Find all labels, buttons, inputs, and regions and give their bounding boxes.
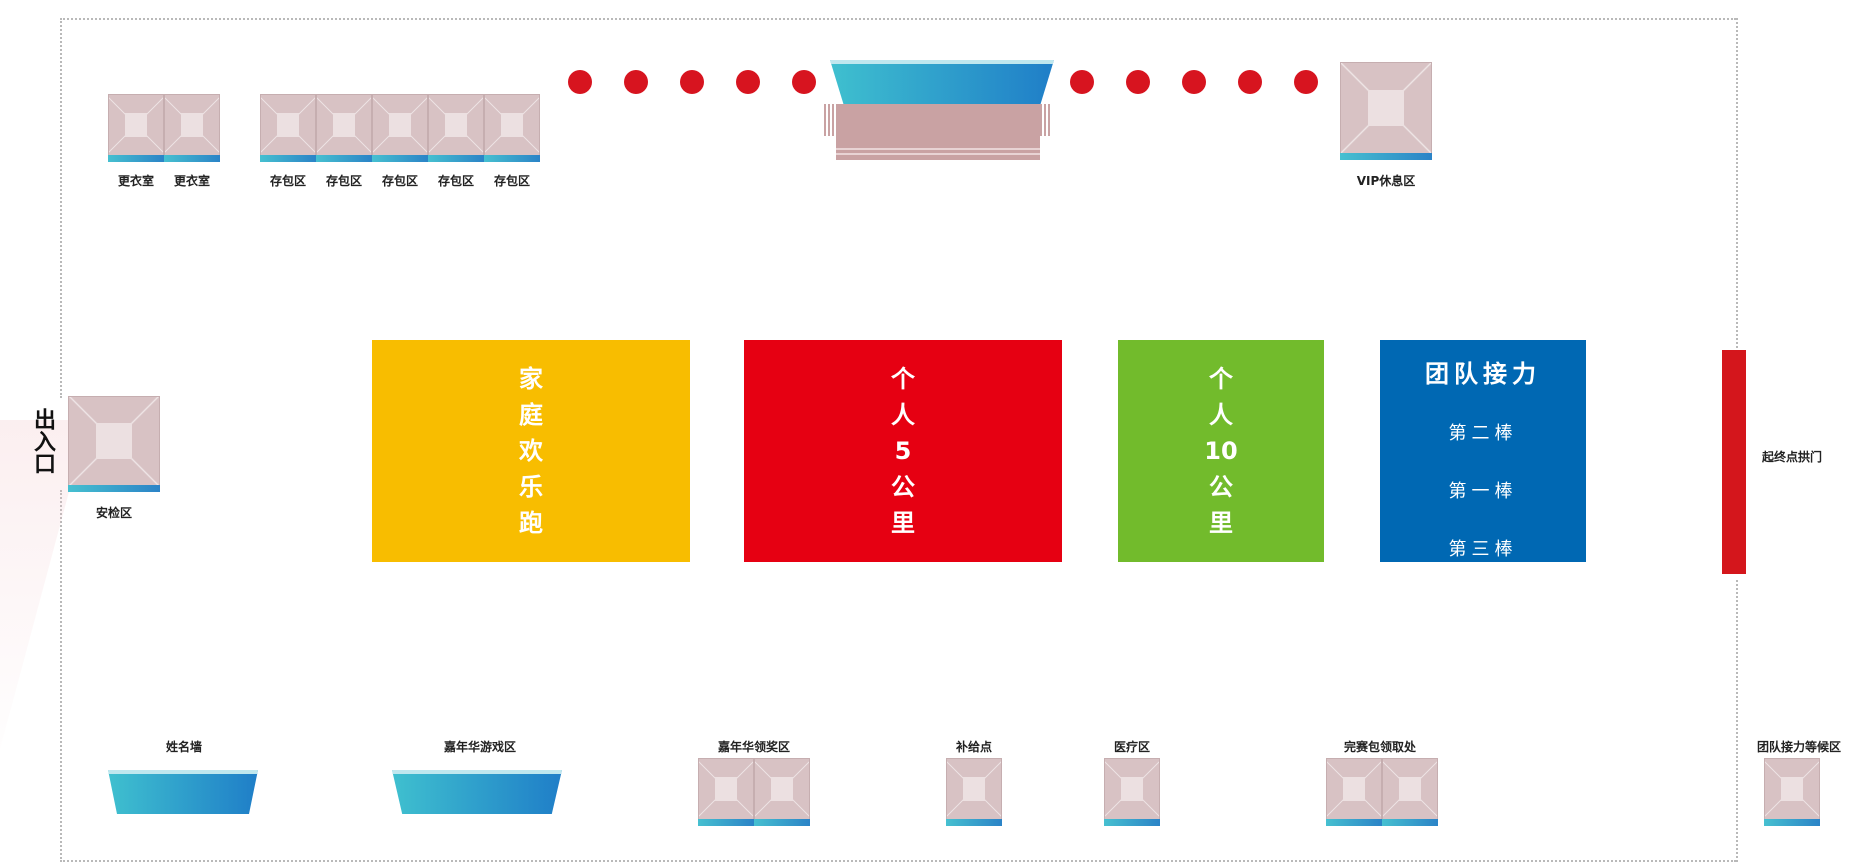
- bag-storage-label: 存包区: [493, 174, 530, 188]
- start-finish-arch: [1722, 350, 1746, 574]
- red-marker: [792, 70, 816, 94]
- fence-bottom: [60, 860, 1736, 862]
- zone-char: 乐: [519, 473, 543, 501]
- red-marker: [624, 70, 648, 94]
- zone-family-run: 家 庭 欢 乐 跑: [372, 340, 690, 562]
- finisher-pack-tent: [1326, 758, 1382, 826]
- red-marker: [568, 70, 592, 94]
- vip-tent: [1340, 62, 1432, 160]
- medical-tent: [1104, 758, 1160, 826]
- red-marker: [1294, 70, 1318, 94]
- fence-top: [60, 18, 1736, 20]
- red-marker: [1238, 70, 1262, 94]
- zone-team-relay: 团队接力 第二棒 第一棒 第三棒: [1380, 340, 1586, 562]
- changing-room-tent: [108, 94, 164, 162]
- security-label: 安检区: [95, 506, 132, 520]
- red-marker: [1070, 70, 1094, 94]
- entrance-label: 出入口: [30, 408, 55, 474]
- bag-storage-tent: [260, 94, 316, 162]
- zone-char: 人: [891, 401, 915, 429]
- bag-storage-label: 存包区: [437, 174, 474, 188]
- bag-storage-label: 存包区: [269, 174, 306, 188]
- red-marker: [736, 70, 760, 94]
- zone-char: 跑: [519, 509, 543, 537]
- zone-char: 5: [894, 437, 912, 465]
- fence-left-lower: [60, 490, 62, 862]
- zone-char: 庭: [519, 401, 543, 429]
- finisher-pack-tent: [1382, 758, 1438, 826]
- zone-individual-10k: 个 人 10 公 里: [1118, 340, 1324, 562]
- zone-char: 个: [1209, 365, 1233, 393]
- zone-char: 人: [1209, 401, 1233, 429]
- security-tent: [68, 396, 160, 492]
- zone-char: 10: [1204, 437, 1238, 465]
- red-marker: [1182, 70, 1206, 94]
- relay-waiting-tent: [1764, 758, 1820, 826]
- stage-steps-right: [1040, 104, 1052, 136]
- relay-leg: 第一棒: [1448, 481, 1518, 502]
- team-relay-title: 团队接力: [1425, 360, 1541, 388]
- zone-char: 家: [519, 365, 543, 393]
- stage-steps-left: [824, 104, 836, 136]
- fence-right-upper: [1736, 18, 1738, 348]
- carnival-games-label: 嘉年华游戏区: [443, 740, 516, 754]
- relay-leg: 第三棒: [1448, 539, 1518, 560]
- name-wall-label: 姓名墙: [165, 740, 202, 754]
- medical-label: 医疗区: [1113, 740, 1150, 754]
- carnival-prizes-label: 嘉年华领奖区: [717, 740, 790, 754]
- red-marker: [1126, 70, 1150, 94]
- carnival-prizes-tent: [698, 758, 754, 826]
- carnival-games-area: [392, 770, 562, 814]
- bag-storage-tent: [372, 94, 428, 162]
- fence-left-upper: [60, 18, 62, 398]
- bag-storage-tent: [316, 94, 372, 162]
- fence-right-lower: [1736, 580, 1738, 862]
- zone-individual-5k: 个 人 5 公 里: [744, 340, 1062, 562]
- bag-storage-tent: [484, 94, 540, 162]
- zone-char: 里: [1209, 509, 1233, 537]
- relay-waiting-label: 团队接力等候区: [1756, 740, 1841, 754]
- led-screen: [830, 60, 1054, 104]
- finisher-pack-label: 完赛包领取处: [1343, 740, 1416, 754]
- supply-label: 补给点: [955, 740, 992, 754]
- bag-storage-label: 存包区: [381, 174, 418, 188]
- relay-leg: 第二棒: [1448, 423, 1518, 444]
- changing-room-label: 更衣室: [117, 174, 154, 188]
- zone-char: 公: [891, 473, 915, 501]
- red-marker: [680, 70, 704, 94]
- zone-char: 公: [1209, 473, 1233, 501]
- arch-label: 起终点拱门: [1762, 450, 1823, 464]
- stage: [836, 104, 1040, 160]
- bag-storage-tent: [428, 94, 484, 162]
- bag-storage-label: 存包区: [325, 174, 362, 188]
- zone-char: 欢: [519, 437, 543, 465]
- changing-room-label: 更衣室: [173, 174, 210, 188]
- zone-char: 里: [891, 509, 915, 537]
- supply-tent: [946, 758, 1002, 826]
- changing-room-tent: [164, 94, 220, 162]
- zone-char: 个: [891, 365, 915, 393]
- carnival-prizes-tent: [754, 758, 810, 826]
- name-wall: [108, 770, 258, 814]
- vip-label: VIP休息区: [1356, 174, 1416, 188]
